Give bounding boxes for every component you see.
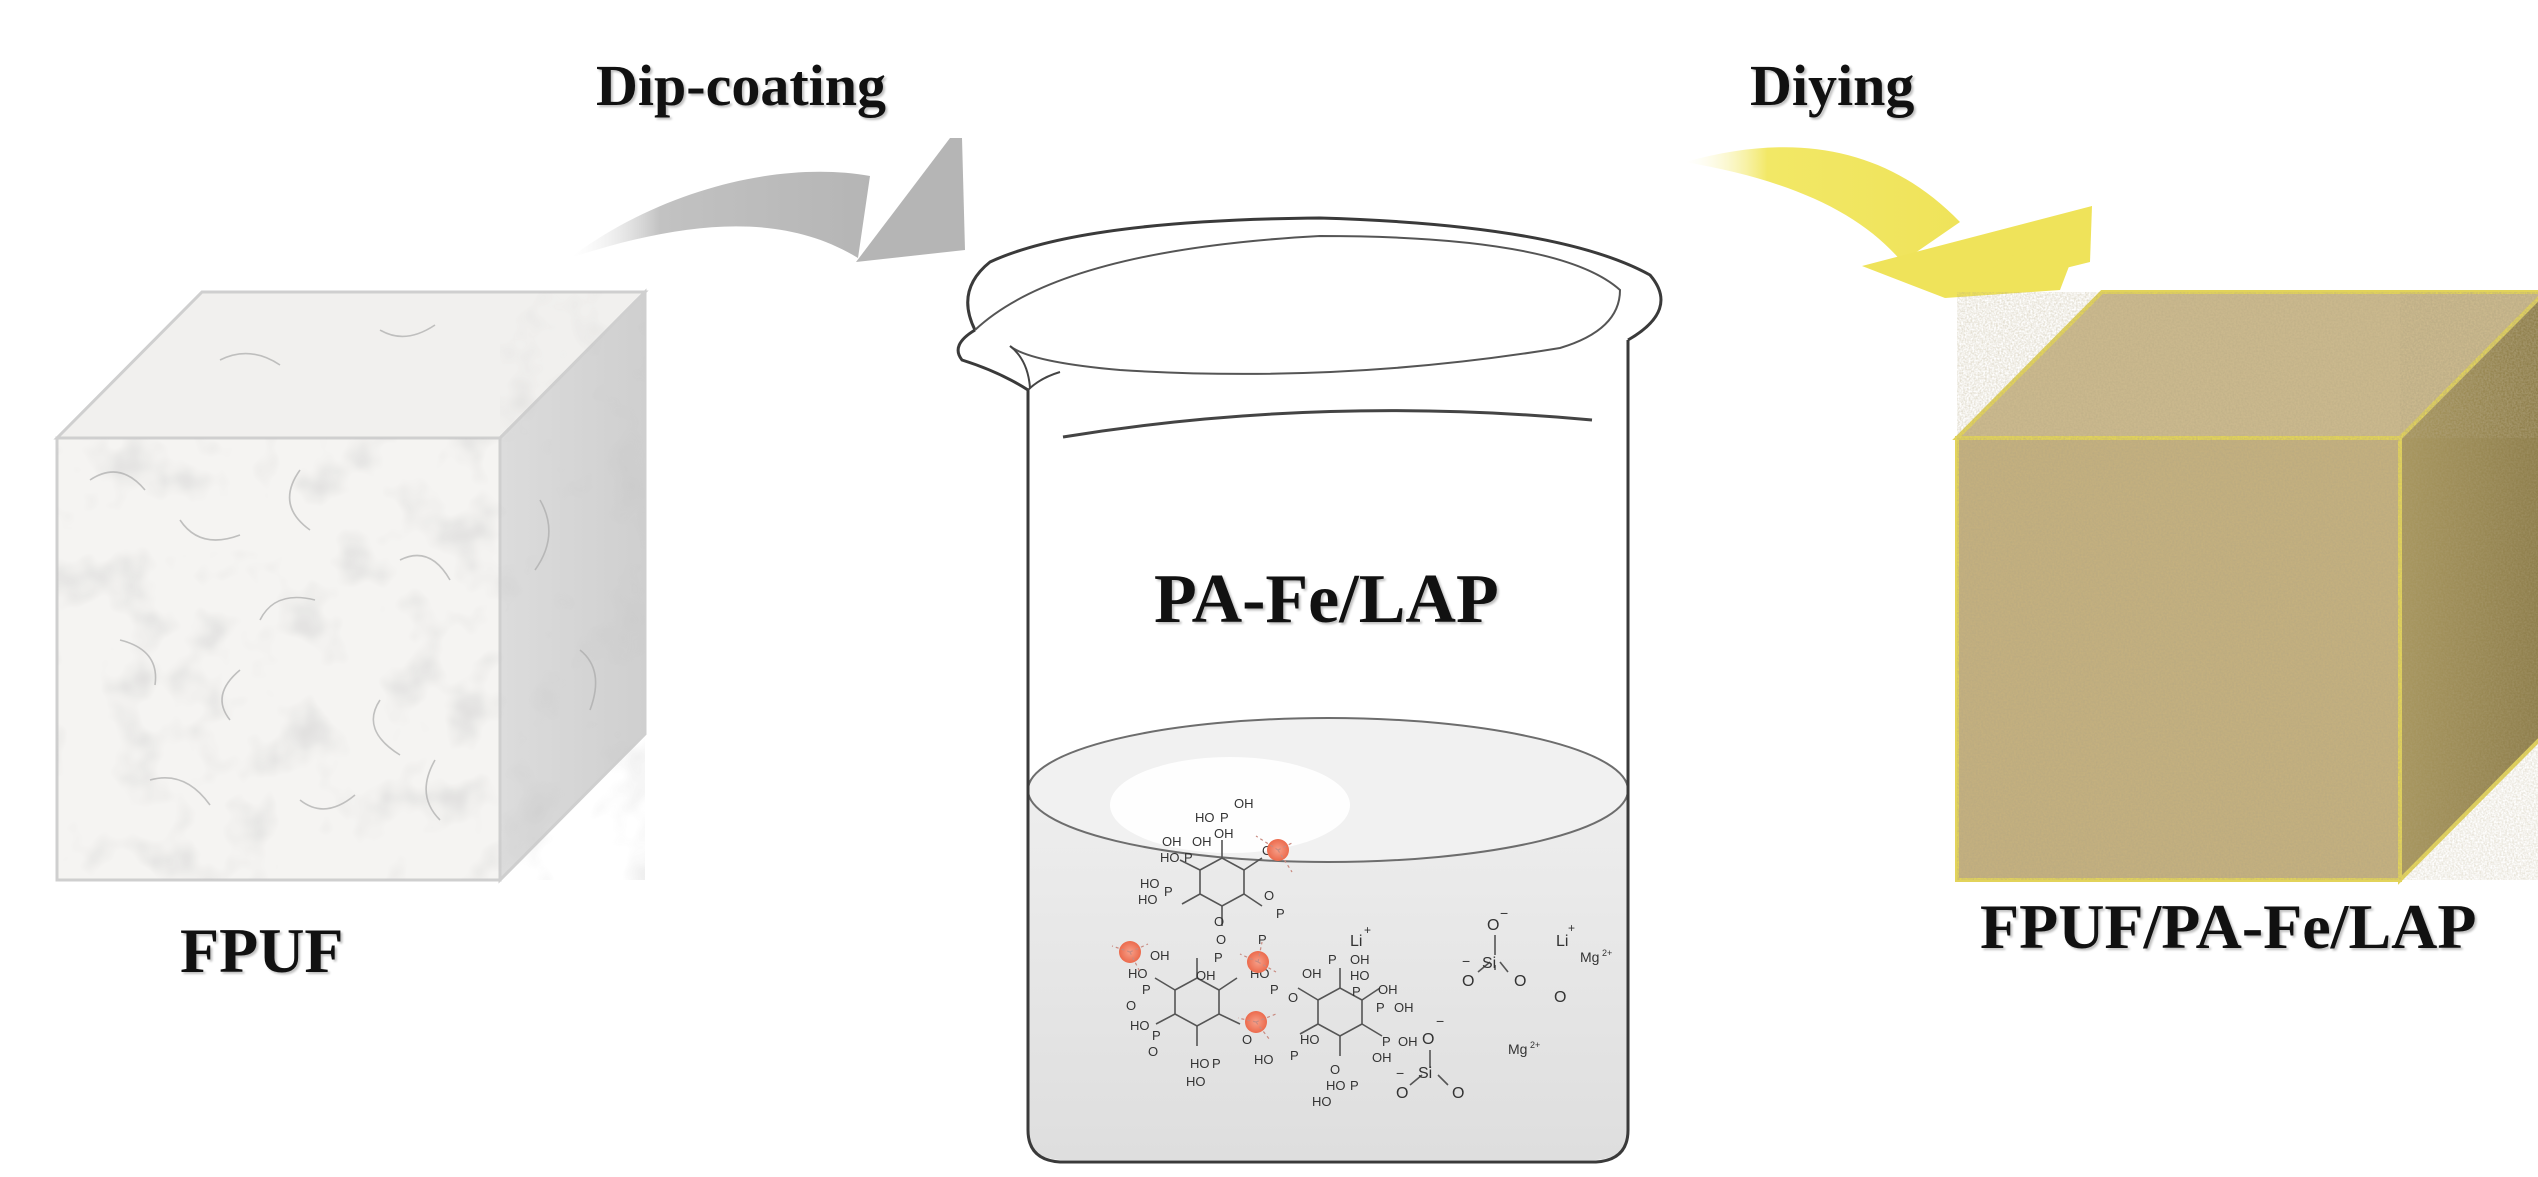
chem-text: OH [1378,982,1398,997]
chem-text: 2+ [1602,948,1612,958]
beaker-icon [956,216,1663,1164]
dip-coating-label: Dip-coating [596,53,886,118]
chem-text: O [1396,1085,1408,1102]
chem-text: O [1487,917,1499,934]
chem-text: O [1330,1062,1340,1077]
chem-text: P [1276,906,1285,921]
chem-text: OH [1150,948,1170,963]
chem-text: P [1142,982,1151,997]
chem-text: P [1152,1028,1161,1043]
chem-text: HO [1128,966,1148,981]
chem-text: HO [1138,892,1158,907]
chem-text: O [1554,989,1566,1006]
fe-ion-icon [1111,835,1295,1041]
chem-text: HO [1130,1018,1150,1033]
chem-text: OH [1302,966,1322,981]
chem-text: P [1328,952,1337,967]
chem-text: OH [1394,1000,1414,1015]
coated-foam-label: FPUF/PA-Fe/LAP [1980,891,2477,962]
chem-text: − [1396,1065,1404,1081]
chem-text: O [1288,990,1298,1005]
chem-text: P [1258,932,1267,947]
chem-text: HO [1190,1056,1210,1071]
chem-text: + [1568,921,1575,935]
raw-foam-cube-icon [53,288,649,884]
drying-arrow-icon [1685,147,2092,298]
drying-label: Diying [1750,53,1915,118]
chem-text: P [1352,984,1361,999]
chem-text: O [1264,888,1274,903]
raw-foam-label: FPUF [180,915,344,986]
chem-text: P [1220,810,1229,825]
phytic-acid-structure: OH HO P OH OH HO P OH O HO HO P O P O P … [1126,796,1418,1109]
chem-text: O [1422,1031,1434,1048]
chem-text: OH [1192,834,1212,849]
chem-text: HO [1160,850,1180,865]
chem-text: OH [1162,834,1182,849]
chem-text: P [1214,950,1223,965]
chem-text: P [1376,1000,1385,1015]
chem-text: O [1452,1085,1464,1102]
chem-text: O [1148,1044,1158,1059]
solution-label: PA-Fe/LAP [1154,561,1499,638]
chem-text: HO [1312,1094,1332,1109]
chem-text: OH [1234,796,1254,811]
chem-text: P [1382,1034,1391,1049]
chem-text: Mg [1508,1041,1527,1057]
laponite-structure: O − Si O − O O O − Si O − O Li + Li + Mg… [1350,905,1612,1102]
chem-text: HO [1140,876,1160,891]
chem-text: P [1164,884,1173,899]
chem-text: Si [1482,955,1496,972]
chem-text: O [1214,914,1224,929]
chem-text: P [1270,982,1279,997]
chem-text: OH [1398,1034,1418,1049]
chem-text: Li [1350,933,1362,950]
chem-text: O [1462,973,1474,990]
chem-text: HO [1186,1074,1206,1089]
chem-text: P [1212,1056,1221,1071]
chem-text: − [1436,1013,1444,1029]
chem-text: − [1500,905,1508,921]
chem-text: O [1242,1032,1252,1047]
chem-text: Si [1418,1065,1432,1082]
chem-text: Mg [1580,949,1599,965]
chem-text: 2+ [1530,1040,1540,1050]
chem-text: O [1514,973,1526,990]
chem-text: OH [1196,968,1216,983]
chem-text: − [1462,953,1470,969]
chem-text: P [1350,1078,1359,1093]
chem-text: + [1364,923,1371,937]
chem-text: Li [1556,933,1568,950]
chem-text: HO [1195,810,1215,825]
chem-text: HO [1300,1032,1320,1047]
chem-text: OH [1372,1050,1392,1065]
chem-text: OH [1214,826,1234,841]
chem-text: P [1184,850,1193,865]
chem-text: O [1216,932,1226,947]
chem-text: O [1126,998,1136,1013]
chem-text: HO [1254,1052,1274,1067]
chem-text: OH [1350,952,1370,967]
coated-foam-cube-icon [1952,290,2538,885]
dip-coating-arrow-icon [570,138,965,262]
chem-text: P [1290,1048,1299,1063]
chem-text: HO [1326,1078,1346,1093]
chem-text: HO [1350,968,1370,983]
